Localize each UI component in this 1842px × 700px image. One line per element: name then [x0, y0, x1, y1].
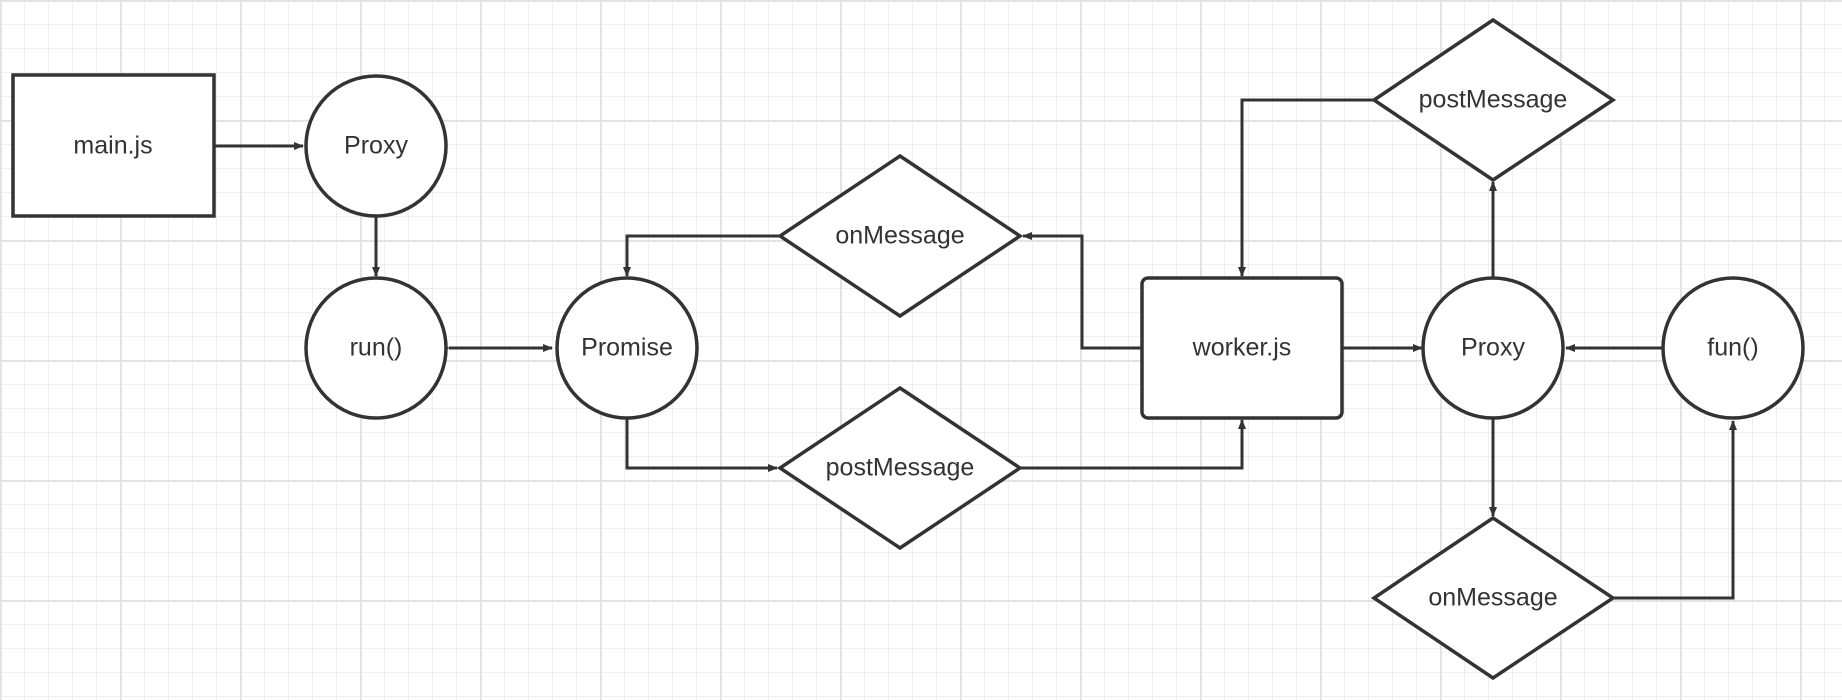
- worker-js-label: worker.js: [1192, 334, 1292, 362]
- fun-circle: [1661, 276, 1805, 420]
- promise-circle: [555, 276, 699, 420]
- main-js-label: main.js: [73, 132, 152, 160]
- main-js-box: [11, 73, 216, 218]
- run-circle: [304, 276, 448, 420]
- node-proxy-right: Proxy: [1421, 276, 1565, 420]
- edge-onmessage-to-promise: [623, 234, 780, 277]
- onmessage-bottom-diamond: [1370, 515, 1617, 681]
- proxy-right-label: Proxy: [1461, 334, 1525, 362]
- proxy-left-circle: [304, 74, 448, 218]
- edges: [214, 98, 1737, 600]
- node-run: run(): [304, 276, 448, 420]
- node-main-js: main.js: [11, 73, 216, 218]
- edge-worker-to-onmessage: [1022, 232, 1141, 350]
- node-onmessage-top: onMessage: [776, 153, 1024, 319]
- postmessage-mid-diamond: [776, 385, 1024, 551]
- proxy-left-label: Proxy: [344, 132, 408, 160]
- edge-postmessage-top-to-worker: [1238, 98, 1374, 277]
- node-postmessage-top: postMessage: [1370, 17, 1617, 183]
- run-label: run(): [350, 334, 403, 362]
- edge-promise-to-postmessage: [625, 419, 778, 472]
- edge-onmessage-bottom-to-fun: [1614, 420, 1737, 600]
- postmessage-mid-label: postMessage: [826, 454, 975, 482]
- fun-label: fun(): [1707, 334, 1758, 362]
- node-proxy-left: Proxy: [304, 74, 448, 218]
- postmessage-top-label: postMessage: [1419, 86, 1568, 114]
- worker-js-box: [1140, 276, 1344, 420]
- onmessage-top-label: onMessage: [835, 222, 964, 250]
- edge-postmessage-to-worker: [1019, 419, 1246, 470]
- node-worker-js: worker.js: [1140, 276, 1344, 420]
- node-promise: Promise: [555, 276, 699, 420]
- proxy-right-circle: [1421, 276, 1565, 420]
- node-onmessage-bottom: onMessage: [1370, 515, 1617, 681]
- onmessage-bottom-label: onMessage: [1428, 584, 1557, 612]
- node-fun: fun(): [1661, 276, 1805, 420]
- postmessage-top-diamond: [1370, 17, 1617, 183]
- onmessage-top-diamond: [776, 153, 1024, 319]
- promise-label: Promise: [581, 334, 673, 362]
- node-postmessage-mid: postMessage: [776, 385, 1024, 551]
